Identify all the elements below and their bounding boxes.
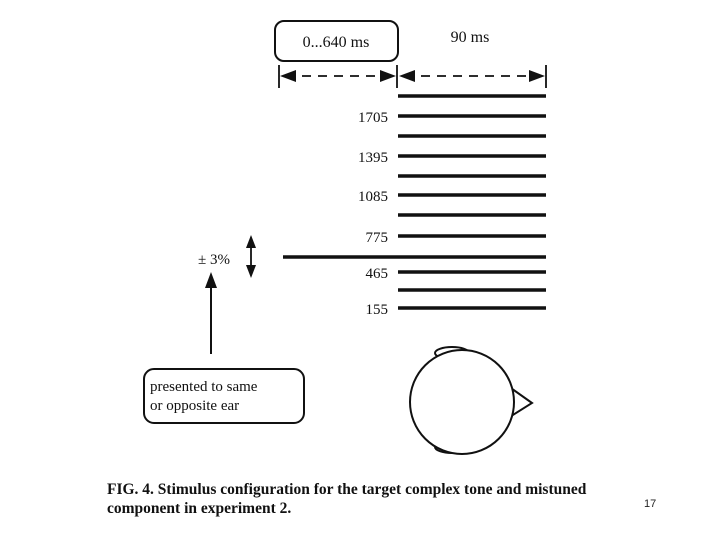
harmonic-labels: 1705 1395 1085 775 465 155 [358, 110, 388, 318]
figure-caption: FIG. 4. Stimulus configuration for the t… [107, 481, 587, 517]
harmonic-label: 775 [366, 230, 389, 246]
page-number: 17 [644, 498, 657, 510]
presentation-box [143, 368, 305, 424]
duration-dimension-line [405, 65, 547, 88]
head-icon [409, 346, 534, 455]
harmonic-label: 1395 [358, 150, 388, 166]
duration-label: 90 ms [451, 29, 490, 46]
onset-range-label: 0...640 ms [303, 34, 370, 51]
up-arrow-icon [205, 272, 217, 354]
harmonic-lines [283, 94, 546, 310]
harmonic-label: 155 [366, 302, 389, 318]
duration-arrowhead-right-icon [529, 70, 545, 82]
harmonic-label: 1705 [358, 110, 388, 126]
onset-arrowhead-right-icon [380, 70, 396, 82]
mistuning-label: ± 3% [198, 252, 230, 268]
harmonic-label: 1085 [358, 189, 388, 205]
presentation-box-line: or opposite ear [150, 398, 239, 414]
presentation-box-line: presented to same [150, 379, 258, 395]
onset-dimension-line [278, 65, 398, 88]
onset-arrowhead-left-icon [280, 70, 296, 82]
double-arrow-icon [246, 235, 256, 278]
duration-arrowhead-left-icon [399, 70, 415, 82]
onset-range-box [274, 20, 399, 62]
harmonic-label: 465 [366, 266, 389, 282]
